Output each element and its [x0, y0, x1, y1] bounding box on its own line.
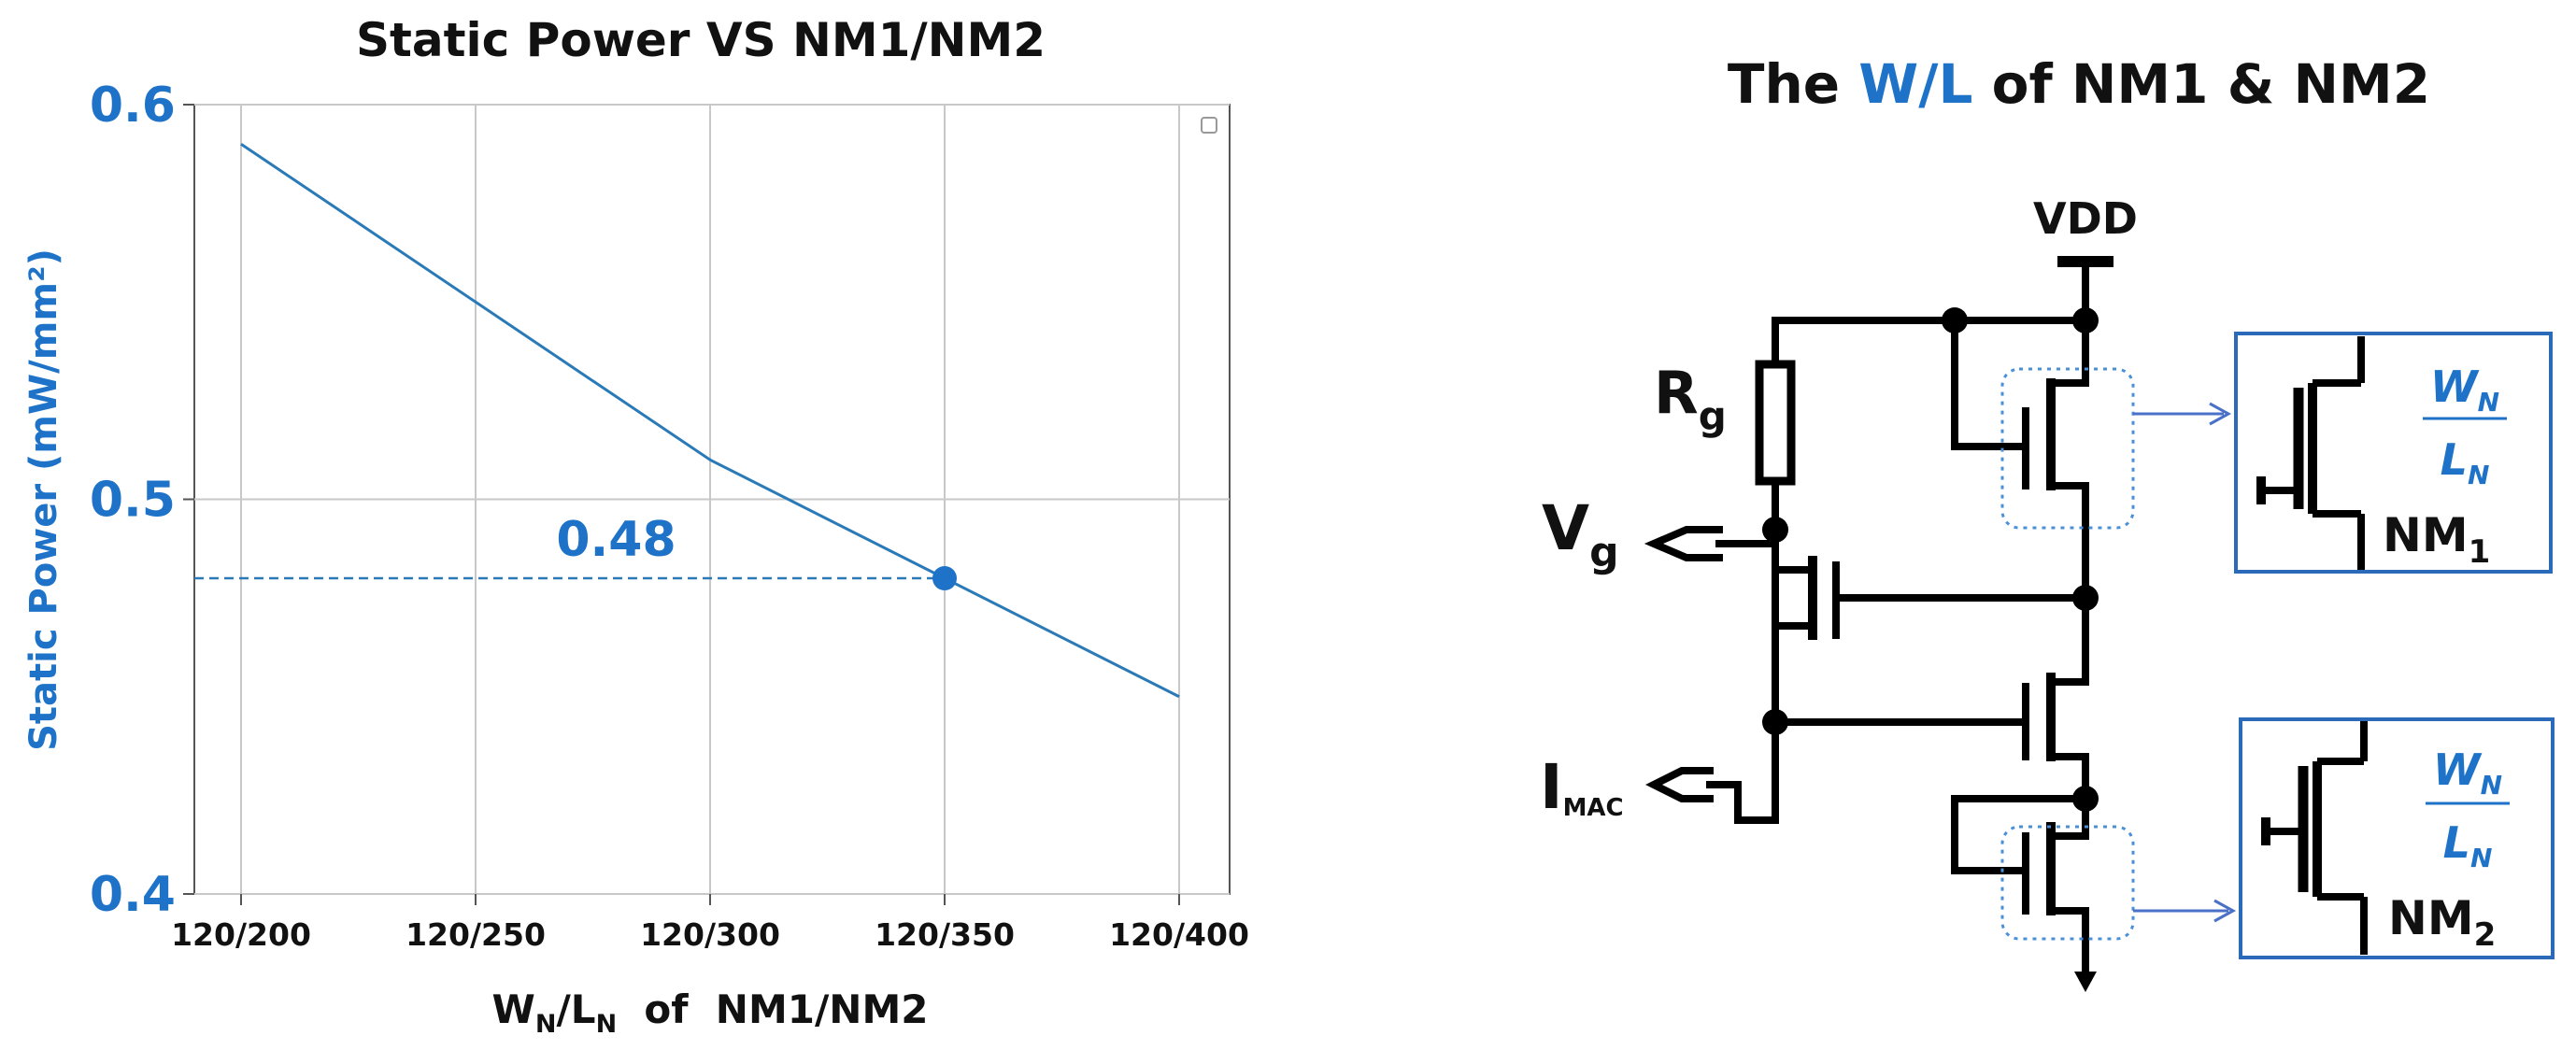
x-tick-label: 120/250: [406, 916, 546, 953]
chart-title: Static Power VS NM1/NM2: [356, 13, 1046, 67]
y-tick-label: 0.5: [90, 473, 176, 529]
highlight-value-label: 0.48: [556, 512, 676, 568]
nm2-detail-box: WN LN NM2: [2239, 717, 2555, 959]
series-line: [240, 143, 1180, 699]
junction-dots: [1762, 307, 2099, 812]
wires: [1644, 256, 2113, 975]
x-axis-label: WN/LN of NM1/NM2: [492, 986, 929, 1039]
svg-text:WN: WN: [2433, 745, 2502, 801]
nm2-dotted-highlight: [2000, 825, 2135, 941]
pointer-arrows: [2133, 402, 2237, 923]
y-tick-label: 0.4: [90, 867, 176, 923]
x-tick-label: 120/350: [875, 916, 1015, 953]
y-axis-label: Static Power (mW/mm²): [22, 248, 65, 751]
static-power-chart: Static Power VS NM1/NM2 0.4 0.5 0.6 120/20…: [22, 13, 1249, 1039]
svg-text:LN: LN: [2441, 434, 2490, 490]
y-tick-label: 0.6: [90, 78, 176, 134]
svg-text:LN: LN: [2443, 817, 2493, 873]
svg-text:NM1: NM1: [2383, 508, 2490, 571]
svg-text:NM2: NM2: [2388, 891, 2496, 954]
y-axis-ticks: 0.4 0.5 0.6: [90, 78, 194, 923]
imac-label: IMAC: [1540, 751, 1624, 823]
x-tick-label: 120/300: [640, 916, 780, 953]
x-tick-label: 120/400: [1109, 916, 1249, 953]
legend-box: [1201, 117, 1217, 134]
ground-arrow: [2074, 972, 2097, 992]
nm1-detail-box: WN LN NM1: [2234, 332, 2553, 574]
highlight-point: [932, 566, 957, 590]
x-axis-ticks: 120/200 120/250 120/300 120/350 120/400: [171, 894, 1249, 953]
vg-label: Vg: [1542, 492, 1619, 576]
diagram-title: The W/L of NM1 & NM2: [1728, 52, 2430, 116]
circuit-diagram: The W/L of NM1 & NM2 VDD: [1540, 52, 2555, 992]
vdd-label: VDD: [2033, 193, 2138, 244]
x-tick-label: 120/200: [171, 916, 311, 953]
rg-label: Rg: [1654, 359, 1727, 439]
nm1-dotted-highlight: [2000, 367, 2135, 530]
svg-text:WN: WN: [2430, 362, 2499, 418]
grid: [194, 104, 1230, 895]
